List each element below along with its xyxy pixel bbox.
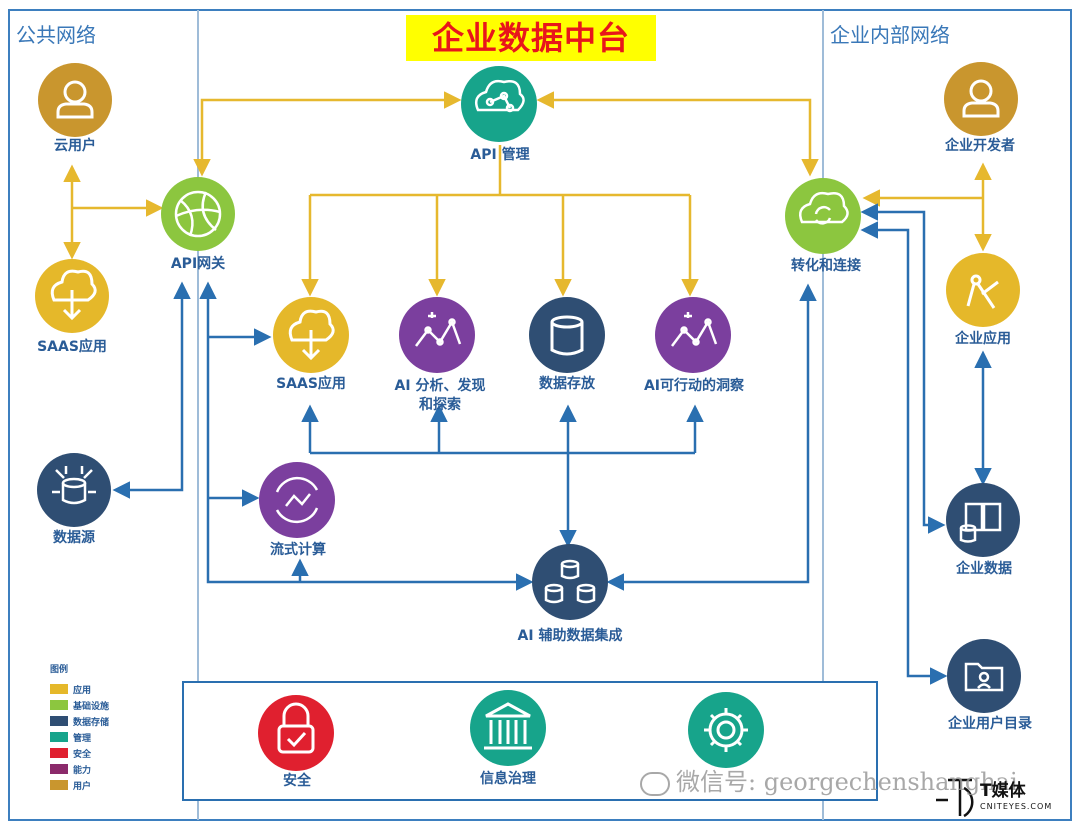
lock-icon xyxy=(277,702,315,754)
legend-label: 管理 xyxy=(73,733,92,744)
enterprise-data-node xyxy=(946,483,1020,557)
insight-sparkle-icon xyxy=(671,312,718,347)
page-title: 企业数据中台 xyxy=(406,15,656,61)
legend-swatch xyxy=(50,684,68,694)
legend-swatch xyxy=(50,732,68,742)
ai-analysis-node xyxy=(399,297,475,373)
legend-label: 安全 xyxy=(73,749,92,760)
label-enterprise-developer: 企业开发者 xyxy=(945,138,1015,154)
watermark: 微信号: georgechenshanghai xyxy=(640,762,1018,797)
cloud-network-icon xyxy=(475,79,525,113)
legend-title: 图例 xyxy=(50,665,69,675)
legend-item: 用户 xyxy=(50,777,109,793)
label-stream-compute: 流式计算 xyxy=(270,542,326,558)
label-saas-left: SAAS应用 xyxy=(37,339,107,355)
brand-cn: T媒体 xyxy=(980,781,1026,801)
folder-user-icon xyxy=(964,662,1004,692)
enterprise-developer-node xyxy=(944,62,1018,136)
enterprise-app-node xyxy=(946,253,1020,327)
legend-label: 数据存储 xyxy=(73,717,110,728)
legend-swatch xyxy=(50,780,68,790)
ai-integration-node xyxy=(532,544,608,620)
brand-en: CNITEYES.COM xyxy=(980,802,1053,811)
legend-item: 数据存储 xyxy=(50,713,109,729)
cloud-user-node xyxy=(38,63,112,137)
label-ai-analysis-line2: 和探索 xyxy=(419,397,461,413)
transform-connect-node xyxy=(785,178,861,254)
legend-item: 应用 xyxy=(50,681,109,697)
gear-icon xyxy=(704,708,748,752)
label-ai-integration: AI 辅助数据集成 xyxy=(517,628,623,644)
database-icon xyxy=(550,315,584,356)
data-source-node xyxy=(37,453,111,527)
label-governance: 信息治理 xyxy=(480,771,536,787)
label-enterprise-app: 企业应用 xyxy=(955,331,1011,347)
label-transform: 转化和连接 xyxy=(791,258,861,274)
database-inbound-icon xyxy=(52,466,96,505)
legend: 图例 应用 基础设施 数据存储 管理 安全 能力 用户 xyxy=(50,662,109,793)
legend-label: 用户 xyxy=(73,781,92,792)
label-security: 安全 xyxy=(283,773,311,789)
legend-item: 基础设施 xyxy=(50,697,109,713)
label-enterprise-directory: 企业用户目录 xyxy=(948,716,1032,732)
legend-swatch xyxy=(50,764,68,774)
zone-title-internal: 企业内部网络 xyxy=(830,23,950,47)
legend-item: 能力 xyxy=(50,761,109,777)
legend-label: 应用 xyxy=(73,685,92,696)
label-api-management: API 管理 xyxy=(470,147,530,163)
management-gear-node xyxy=(688,692,764,768)
stream-compute-node xyxy=(259,462,335,538)
cloud-download-icon xyxy=(50,269,97,321)
zone-title-public: 公共网络 xyxy=(16,23,96,47)
legend-label: 能力 xyxy=(73,765,92,776)
legend-swatch xyxy=(50,716,68,726)
user-icon xyxy=(962,79,1000,118)
legend-swatch xyxy=(50,748,68,758)
compass-tool-icon xyxy=(966,274,999,309)
t-media-logo: T媒体 CNITEYES.COM xyxy=(928,770,1068,822)
saas-app-center-node xyxy=(273,297,349,373)
book-database-icon xyxy=(959,502,1002,543)
watermark-text: 微信号: georgechenshanghai xyxy=(676,768,1018,796)
label-api-gateway: API网关 xyxy=(170,256,226,272)
security-node xyxy=(258,695,334,771)
stream-cycle-icon xyxy=(275,476,319,524)
institution-icon xyxy=(484,702,532,750)
legend-label: 基础设施 xyxy=(73,701,110,712)
api-management-node xyxy=(461,66,537,142)
yellow-connectors xyxy=(63,91,992,297)
blue-connectors xyxy=(112,203,992,685)
saas-app-left-node xyxy=(35,259,109,333)
legend-item: 管理 xyxy=(50,729,109,745)
t-media-logo-mark xyxy=(936,778,974,818)
label-ai-analysis-line1: AI 分析、发现 xyxy=(394,378,486,394)
outer-frame xyxy=(8,9,1072,821)
label-data-source: 数据源 xyxy=(53,530,95,546)
database-cluster-icon xyxy=(544,559,596,604)
globe-icon xyxy=(174,190,222,238)
label-enterprise-data: 企业数据 xyxy=(956,561,1012,577)
enterprise-directory-node xyxy=(947,639,1021,713)
wechat-icon xyxy=(640,771,670,796)
ai-insight-node xyxy=(655,297,731,373)
user-icon xyxy=(56,80,94,119)
legend-swatch xyxy=(50,700,68,710)
label-ai-insight: AI可行动的洞察 xyxy=(643,378,745,394)
api-gateway-node xyxy=(161,177,235,251)
label-saas-center: SAAS应用 xyxy=(276,376,346,392)
cloud-download-icon xyxy=(288,309,335,361)
governance-node xyxy=(470,690,546,766)
cloud-sync-icon xyxy=(799,191,849,225)
data-storage-node xyxy=(529,297,605,373)
analytics-sparkle-icon xyxy=(415,312,462,347)
legend-item: 安全 xyxy=(50,745,109,761)
label-cloud-user: 云用户 xyxy=(54,138,96,154)
label-data-storage: 数据存放 xyxy=(539,376,595,392)
